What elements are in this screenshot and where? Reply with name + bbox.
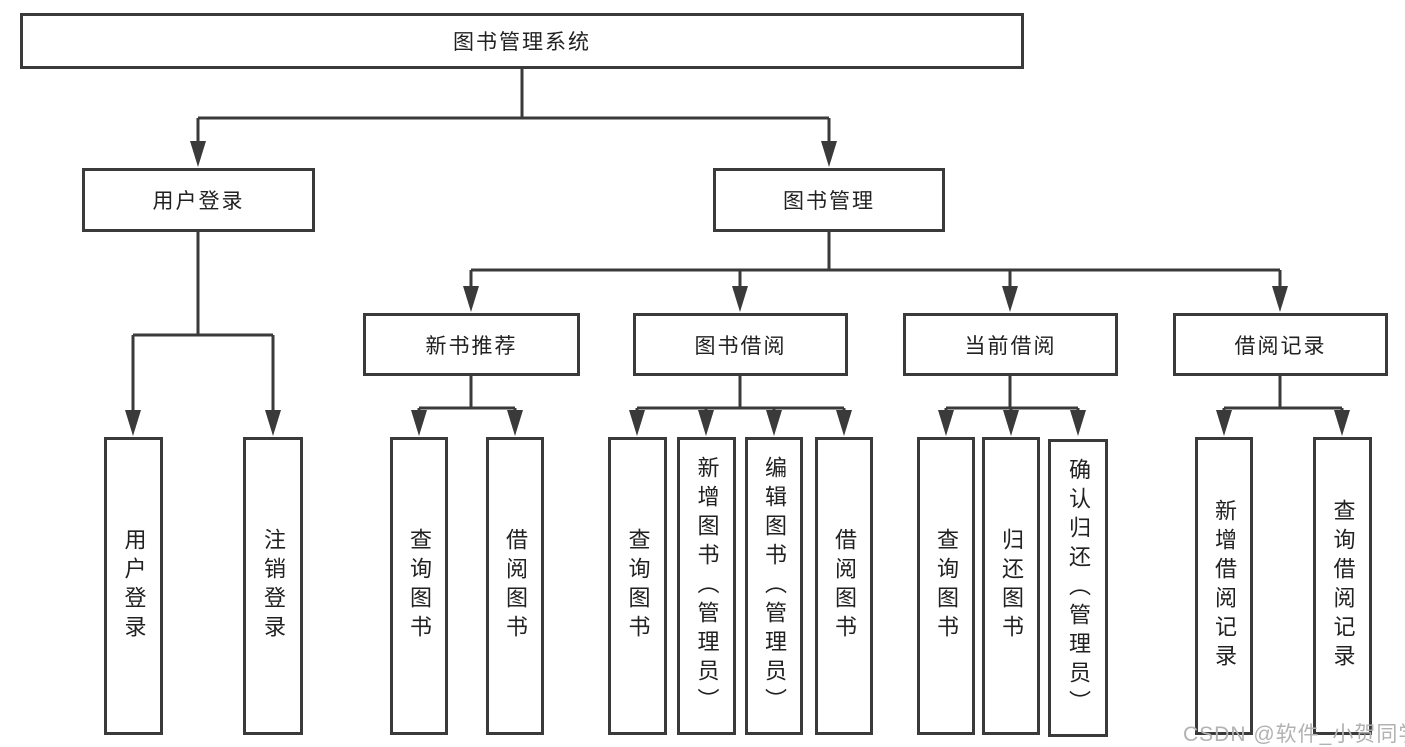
leaf-newbooks-borrow: 借阅图书 — [486, 437, 544, 735]
leaf-current-return: 归还图书 — [982, 437, 1040, 735]
leaf-borrowing-add-admin: 新增图书（管理员） — [677, 437, 736, 735]
connector-bookmgmt-to-groups — [463, 232, 1288, 312]
node-root: 图书管理系统 — [20, 13, 1024, 69]
leaf-borrowing-edit-admin-label: 编辑图书（管理员） — [762, 455, 787, 717]
leaf-newbooks-borrow-label: 借阅图书 — [503, 528, 528, 644]
node-new-book-recommend: 新书推荐 — [363, 313, 580, 376]
node-user-login-label: 用户登录 — [152, 190, 245, 213]
leaf-borrowing-borrow-label: 借阅图书 — [832, 528, 857, 644]
connector-root-to-level2 — [190, 69, 837, 167]
leaf-records-add-label: 新增借阅记录 — [1212, 499, 1237, 673]
leaf-newbooks-query: 查询图书 — [390, 437, 448, 735]
leaf-newbooks-query-label: 查询图书 — [407, 528, 432, 644]
leaf-borrowing-borrow: 借阅图书 — [815, 437, 873, 735]
node-borrow-records-label: 借阅记录 — [1234, 334, 1327, 358]
node-book-borrowing: 图书借阅 — [633, 313, 848, 376]
leaf-user-login: 用户登录 — [104, 437, 163, 735]
node-user-login: 用户登录 — [82, 168, 315, 232]
connector-records-to-children — [1216, 376, 1350, 436]
leaf-records-add: 新增借阅记录 — [1195, 437, 1253, 735]
leaf-user-login-label: 用户登录 — [121, 528, 147, 644]
node-current-borrowing-label: 当前借阅 — [964, 334, 1057, 358]
node-current-borrowing: 当前借阅 — [903, 313, 1118, 376]
node-book-management: 图书管理 — [713, 168, 945, 232]
leaf-records-query: 查询借阅记录 — [1313, 437, 1372, 735]
leaf-records-query-label: 查询借阅记录 — [1330, 499, 1356, 673]
connector-newbooks-to-children — [411, 376, 523, 436]
node-book-management-label: 图书管理 — [783, 190, 875, 213]
node-borrow-records: 借阅记录 — [1173, 313, 1388, 376]
leaf-borrowing-query: 查询图书 — [608, 437, 667, 735]
csdn-watermark: CSDN @软件_小贺同学 — [1183, 723, 1405, 746]
node-root-label: 图书管理系统 — [453, 31, 591, 54]
leaf-current-return-label: 归还图书 — [999, 528, 1024, 644]
node-book-borrowing-label: 图书借阅 — [694, 334, 787, 358]
leaf-current-confirm-return-admin-label: 确认归还（管理员） — [1066, 457, 1091, 719]
leaf-borrowing-query-label: 查询图书 — [625, 528, 651, 644]
leaf-logout: 注销登录 — [243, 437, 303, 735]
node-new-book-recommend-label: 新书推荐 — [425, 334, 518, 358]
connector-userlogin-to-children — [125, 232, 281, 436]
leaf-borrowing-add-admin-label: 新增图书（管理员） — [694, 455, 720, 717]
leaf-borrowing-edit-admin: 编辑图书（管理员） — [745, 437, 803, 735]
leaf-current-query-label: 查询图书 — [934, 528, 959, 644]
leaf-current-confirm-return-admin: 确认归还（管理员） — [1048, 439, 1108, 737]
leaf-logout-label: 注销登录 — [261, 528, 286, 644]
connector-current-to-children — [938, 376, 1086, 436]
connector-borrowing-to-children — [629, 376, 852, 436]
leaf-current-query: 查询图书 — [917, 437, 975, 735]
